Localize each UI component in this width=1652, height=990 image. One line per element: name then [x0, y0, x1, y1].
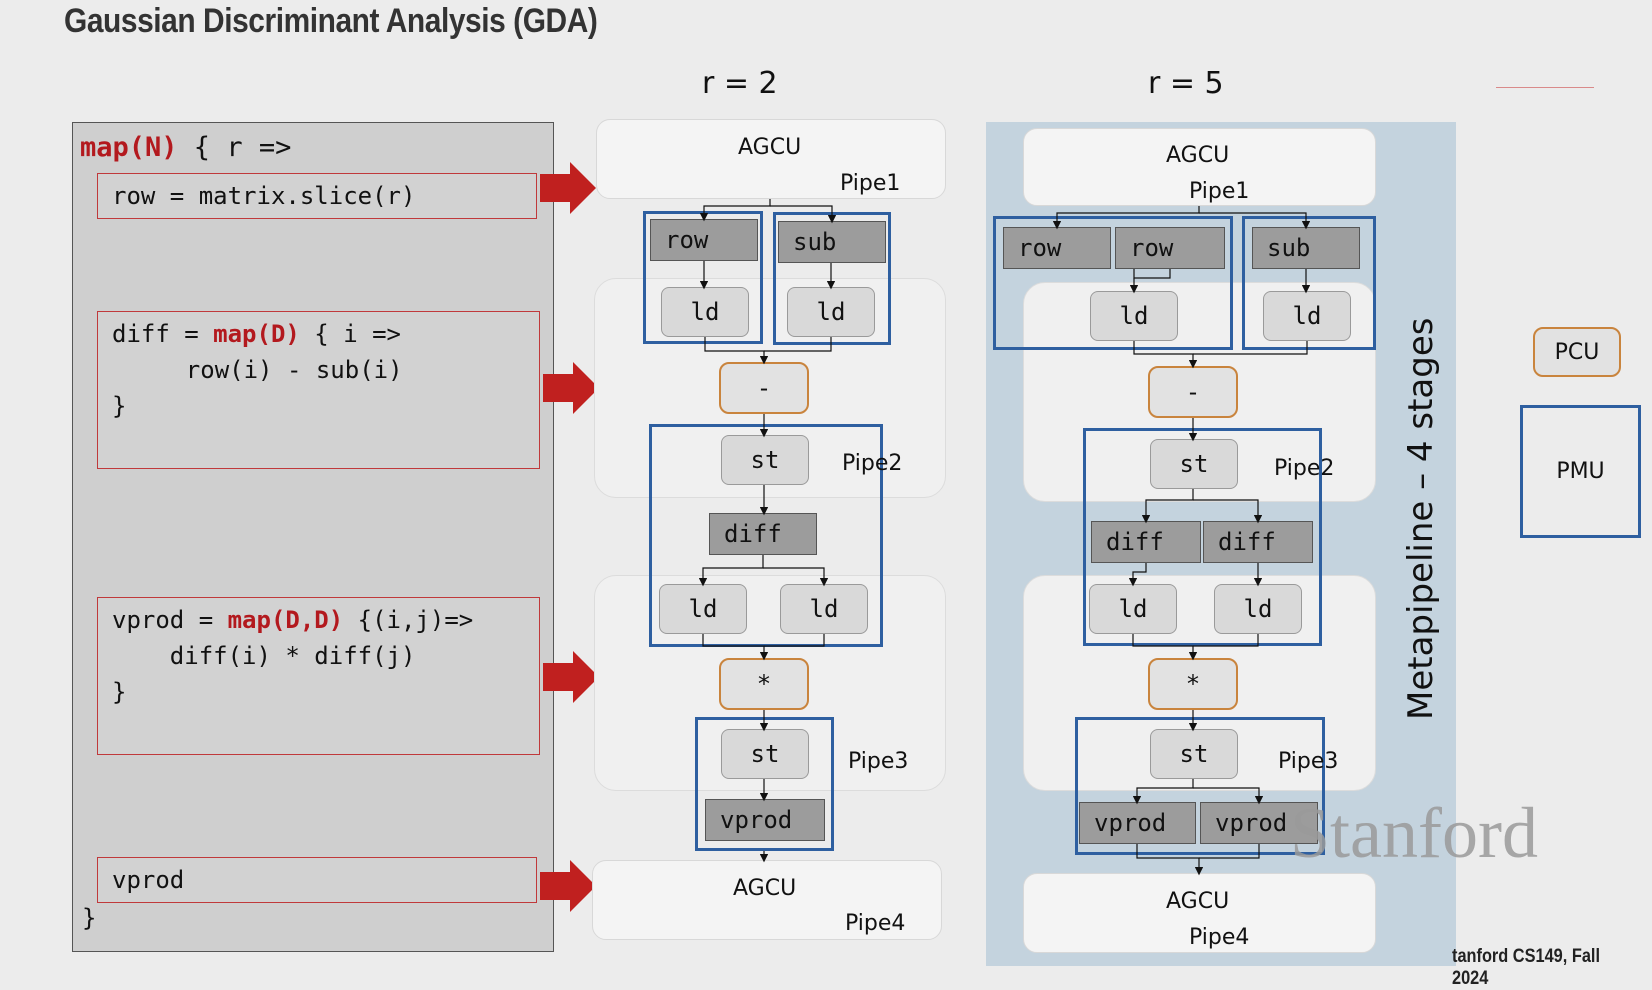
vprod-code-box — [97, 597, 540, 755]
r5-st-2: st — [1150, 729, 1238, 779]
r2-st-1: st — [721, 435, 809, 485]
diff-lhs: diff = — [112, 320, 214, 348]
r5-pmu-diff — [1083, 428, 1322, 646]
vprod-close: } — [112, 678, 127, 706]
r5-diff-node-2: diff — [1203, 521, 1313, 563]
r2-pipe4-label: Pipe4 — [845, 911, 906, 936]
diff-rest: { i => — [299, 320, 402, 348]
outer-close: } — [82, 904, 97, 932]
diff-code-box — [97, 311, 540, 469]
r2-agcu-top-label: AGCU — [738, 135, 802, 160]
r2-pmu-row — [643, 211, 763, 344]
r5-row-node-1: row — [1003, 227, 1111, 269]
r5-pipe2-label: Pipe2 — [1274, 456, 1335, 481]
vprod-line: vprod = map(D,D) {(i,j)=> — [112, 606, 473, 634]
diff-keyword: map(D) — [213, 320, 300, 348]
vprod-rest: {(i,j)=> — [343, 606, 474, 634]
r5-diff-node-1: diff — [1091, 521, 1201, 563]
r5-st-1: st — [1150, 439, 1238, 489]
arrow-pipe3 — [543, 651, 599, 703]
r5-pipe3-label: Pipe3 — [1278, 749, 1339, 774]
r5-label: r = 5 — [1148, 66, 1224, 101]
r5-agcu-bottom-label: AGCU — [1166, 889, 1230, 914]
legend-pmu-label: PMU — [1556, 459, 1605, 484]
vprod-lhs: vprod = — [112, 606, 228, 634]
diff-body: row(i) - sub(i) — [128, 356, 403, 384]
r2-pipe2-label: Pipe2 — [842, 451, 903, 476]
vprod-return: vprod — [112, 866, 185, 894]
arrow-pipe4 — [540, 860, 596, 912]
r5-pmu-sub — [1242, 216, 1376, 350]
vprod-keyword: map(D,D) — [227, 606, 344, 634]
diff-line: diff = map(D) { i => — [112, 320, 401, 348]
r2-pipe1-label: Pipe1 — [840, 171, 901, 196]
r5-vprod-node-1: vprod — [1079, 802, 1196, 844]
legend-pmu: PMU — [1520, 405, 1641, 538]
r5-pcu-times: * — [1148, 658, 1238, 710]
red-dash-line — [1496, 87, 1594, 88]
r5-pmu-vprod — [1075, 717, 1325, 855]
r2-agcu-top — [596, 119, 946, 199]
map-rest: { r => — [177, 132, 292, 163]
r2-agcu-bottom — [592, 860, 942, 940]
legend-pcu: PCU — [1533, 327, 1621, 377]
r2-pipe3-label: Pipe3 — [848, 749, 909, 774]
arrow-pipe1 — [540, 162, 596, 214]
code-panel — [72, 122, 554, 952]
r2-agcu-bottom-label: AGCU — [733, 876, 797, 901]
row-code-box — [97, 173, 537, 219]
r5-pmu-rows — [993, 216, 1233, 350]
map-keyword: map(N) — [80, 132, 178, 163]
r5-vprod-node-2: vprod — [1200, 802, 1318, 844]
r5-pipe1-label: Pipe1 — [1189, 179, 1250, 204]
vprod-return-box — [97, 857, 537, 903]
vprod-body: diff(i) * diff(j) — [112, 642, 416, 670]
arrow-pipe2 — [543, 362, 599, 414]
r2-ld-3: ld — [659, 584, 747, 634]
stanford-watermark: Stanford — [1290, 793, 1538, 873]
r2-pcu-minus: - — [719, 362, 809, 414]
r2-ld-2: ld — [787, 287, 875, 337]
outer-map-line: map(N) { r => — [80, 132, 291, 163]
r2-label: r = 2 — [702, 66, 778, 101]
r5-pcu-minus: - — [1148, 366, 1238, 418]
slide-title: Gaussian Discriminant Analysis (GDA) — [64, 2, 598, 40]
r2-sub-node: sub — [778, 221, 886, 263]
r2-diff-node: diff — [709, 513, 817, 555]
r5-agcu-top — [1023, 128, 1376, 206]
r5-pipe4-label: Pipe4 — [1189, 925, 1250, 950]
diff-close: } — [112, 392, 127, 420]
course-footer: tanford CS149, Fall 2024 — [1452, 946, 1601, 989]
r5-row-node-2: row — [1115, 227, 1225, 269]
row-statement: row = matrix.slice(r) — [112, 182, 416, 210]
r5-agcu-top-label: AGCU — [1166, 143, 1230, 168]
